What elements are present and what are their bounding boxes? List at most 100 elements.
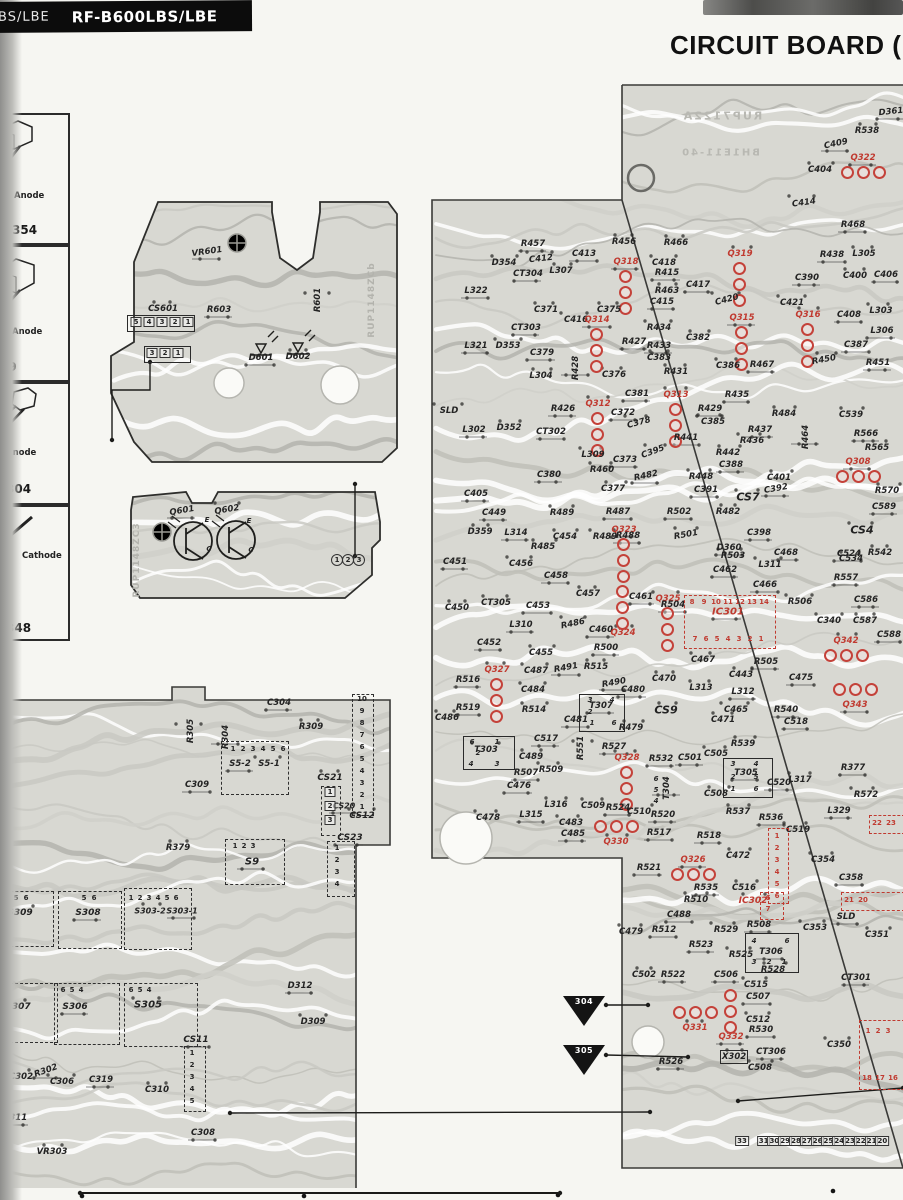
board-marker-number: 304 — [574, 997, 594, 1006]
board-code-label: RUP7122A — [681, 109, 763, 123]
component-label: D602 — [285, 352, 311, 362]
component-label: R433 — [646, 341, 672, 351]
component-label: C450 — [445, 603, 469, 613]
transistor-pads — [836, 470, 881, 483]
component-label: R523 — [688, 940, 714, 950]
component-label: C375 — [597, 305, 621, 315]
component-label: R557 — [833, 573, 859, 583]
component-label: C340 — [817, 616, 841, 626]
component-label: C517 — [534, 734, 558, 744]
component-label: R520 — [650, 810, 676, 820]
component-label: CS9 — [654, 703, 678, 717]
component-label: C452 — [477, 638, 501, 648]
component-label: L314 — [504, 528, 528, 538]
component-label: R428 — [571, 355, 581, 381]
component-label: R542 — [867, 548, 893, 558]
component-label: R431 — [663, 367, 689, 377]
component-label: R530 — [748, 1025, 774, 1035]
component-label: R467 — [749, 360, 775, 370]
component-label: CT302 — [536, 427, 566, 437]
component-label: R539 — [730, 739, 756, 749]
component-label: C454 — [553, 532, 577, 542]
component-label: C376 — [602, 370, 626, 380]
component-label: R527 — [601, 742, 627, 752]
component-label: R434 — [646, 323, 672, 333]
component-label: C391 — [694, 485, 718, 495]
component-label-red: Q322 — [850, 153, 876, 163]
component-label: R485 — [530, 542, 556, 552]
component-label: C479 — [619, 927, 643, 937]
component-label: C395 — [640, 443, 666, 461]
component-label: R566 — [853, 429, 879, 439]
component-label-red: Q315 — [729, 313, 755, 323]
component-label: R506 — [787, 597, 813, 607]
component-label: R512 — [651, 925, 677, 935]
component-label: R508 — [746, 920, 772, 930]
component-label-red: Q327 — [484, 665, 510, 675]
component-label: C414 — [791, 196, 817, 210]
board-code-label: BH1E11-40 — [680, 147, 760, 159]
component-label: R442 — [715, 448, 741, 458]
component-label: R466 — [663, 238, 689, 248]
component-label: R435 — [724, 390, 750, 400]
component-label: C310 — [145, 1085, 169, 1095]
component-label: D359 — [467, 527, 493, 537]
component-label: R500 — [593, 643, 619, 653]
component-label: C589 — [872, 502, 896, 512]
component-label: R438 — [819, 250, 845, 260]
legend-pin-label: Anode — [12, 327, 43, 337]
component-label: C534 — [839, 554, 863, 564]
component-label: C512 — [746, 1015, 770, 1025]
component-outline — [579, 694, 625, 732]
component-label: C485 — [561, 829, 585, 839]
connector-outline-red — [859, 1020, 903, 1090]
transistor-pads — [590, 328, 603, 373]
component-outline — [745, 933, 799, 973]
component-label: 6 — [653, 775, 659, 783]
component-label: R519 — [455, 703, 481, 713]
component-label: R450 — [811, 352, 837, 368]
component-label: C455 — [529, 648, 553, 658]
component-label: C390 — [795, 273, 819, 283]
component-label: C458 — [544, 571, 568, 581]
component-label: C377 — [601, 484, 625, 494]
component-label: VR303 — [36, 1147, 68, 1157]
scan-edge-shadow — [0, 0, 22, 1200]
component-label: R484 — [771, 409, 797, 419]
component-label: C588 — [877, 630, 901, 640]
component-label-red: Q326 — [680, 855, 706, 865]
component-label: L311 — [758, 560, 782, 570]
component-label-red: Q313 — [663, 390, 689, 400]
component-label: R482 — [715, 507, 741, 517]
component-label: C392 — [763, 481, 789, 497]
component-label: L315 — [519, 810, 543, 820]
component-label: C484 — [521, 685, 545, 695]
component-label: C354 — [811, 855, 835, 865]
component-label: C501 — [678, 753, 702, 763]
component-label: C516 — [732, 883, 756, 893]
component-label: C386 — [716, 361, 740, 371]
component-label-red: Q331 — [682, 1023, 708, 1033]
component-label: C488 — [667, 910, 691, 920]
component-label: C487 — [524, 666, 548, 676]
component-label: C456 — [509, 559, 533, 569]
component-outline — [723, 758, 773, 798]
transistor-pads — [673, 1006, 718, 1019]
component-label: 5 — [653, 786, 659, 794]
component-label: L313 — [689, 683, 713, 693]
component-label: C413 — [572, 249, 596, 259]
component-label: C508 — [748, 1063, 772, 1073]
component-label: C371 — [534, 305, 558, 315]
component-label-red: Q308 — [845, 457, 871, 467]
component-label: CS601 — [148, 304, 178, 314]
component-label: C358 — [839, 873, 863, 883]
component-label: C502 — [632, 970, 656, 980]
component-label: Q601 — [168, 503, 196, 519]
component-label: C515 — [744, 980, 768, 990]
component-label: C382 — [686, 333, 710, 343]
component-label: C475 — [789, 673, 813, 683]
component-label: R491 — [553, 660, 579, 676]
component-outline — [720, 1050, 748, 1064]
component-label: C380 — [537, 470, 561, 480]
